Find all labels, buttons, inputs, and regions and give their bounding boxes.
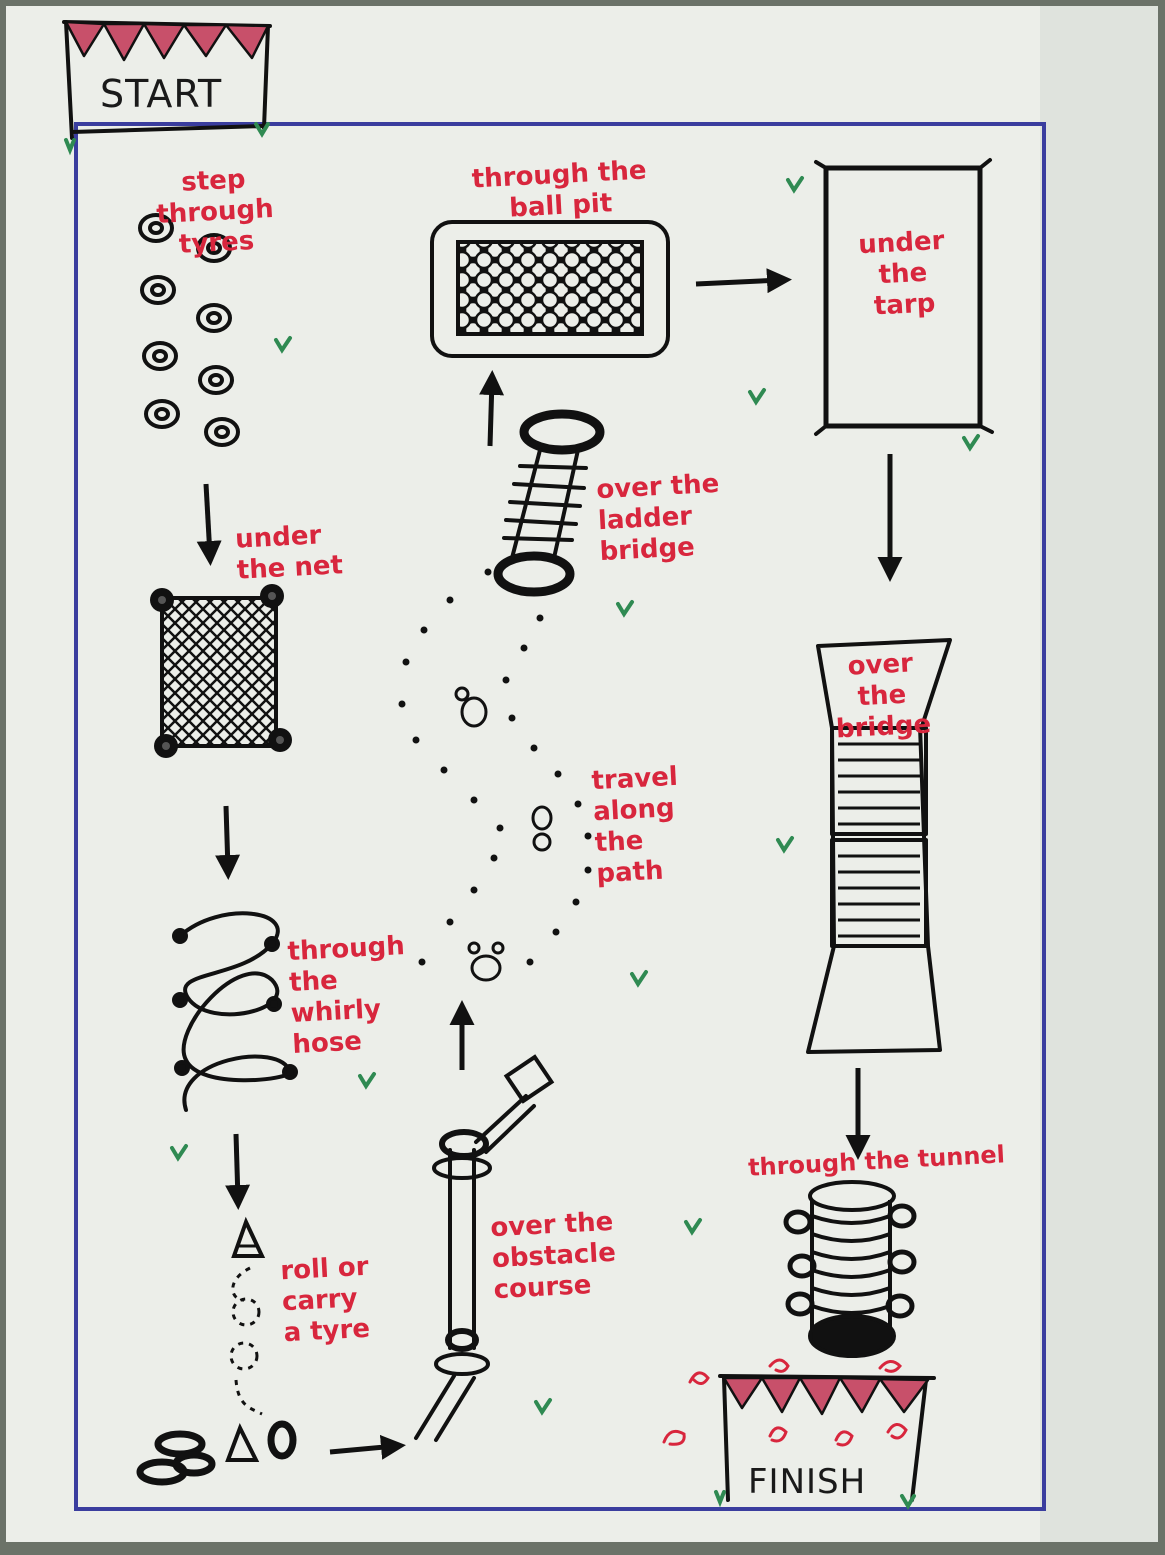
label-path: travel along the path	[591, 762, 684, 890]
label-roll-tyre: roll or carry a tyre	[280, 1252, 373, 1349]
label-net: under the net	[234, 519, 343, 586]
label-whirly-hose: through the whirly hose	[287, 931, 411, 1061]
paper-right-fold	[1040, 6, 1158, 1542]
start-label: START	[100, 72, 222, 116]
arrow-hose-to-tyre	[236, 1134, 238, 1200]
label-bridge: over the bridge	[830, 647, 935, 745]
finish-label: FINISH	[748, 1462, 866, 1502]
ball-pit-icon	[432, 222, 668, 356]
arrow-ladder-to-ballpit	[490, 380, 492, 446]
label-tyres: step through tyres	[118, 161, 313, 264]
arrow-net-to-hose	[226, 806, 228, 870]
label-ball-pit: through the ball pit	[459, 155, 662, 227]
label-ladder: over the ladder bridge	[596, 469, 724, 568]
label-tarp: under the tarp	[846, 225, 961, 324]
label-obstacle: over the obstacle course	[490, 1207, 619, 1306]
net-icon	[150, 584, 292, 758]
